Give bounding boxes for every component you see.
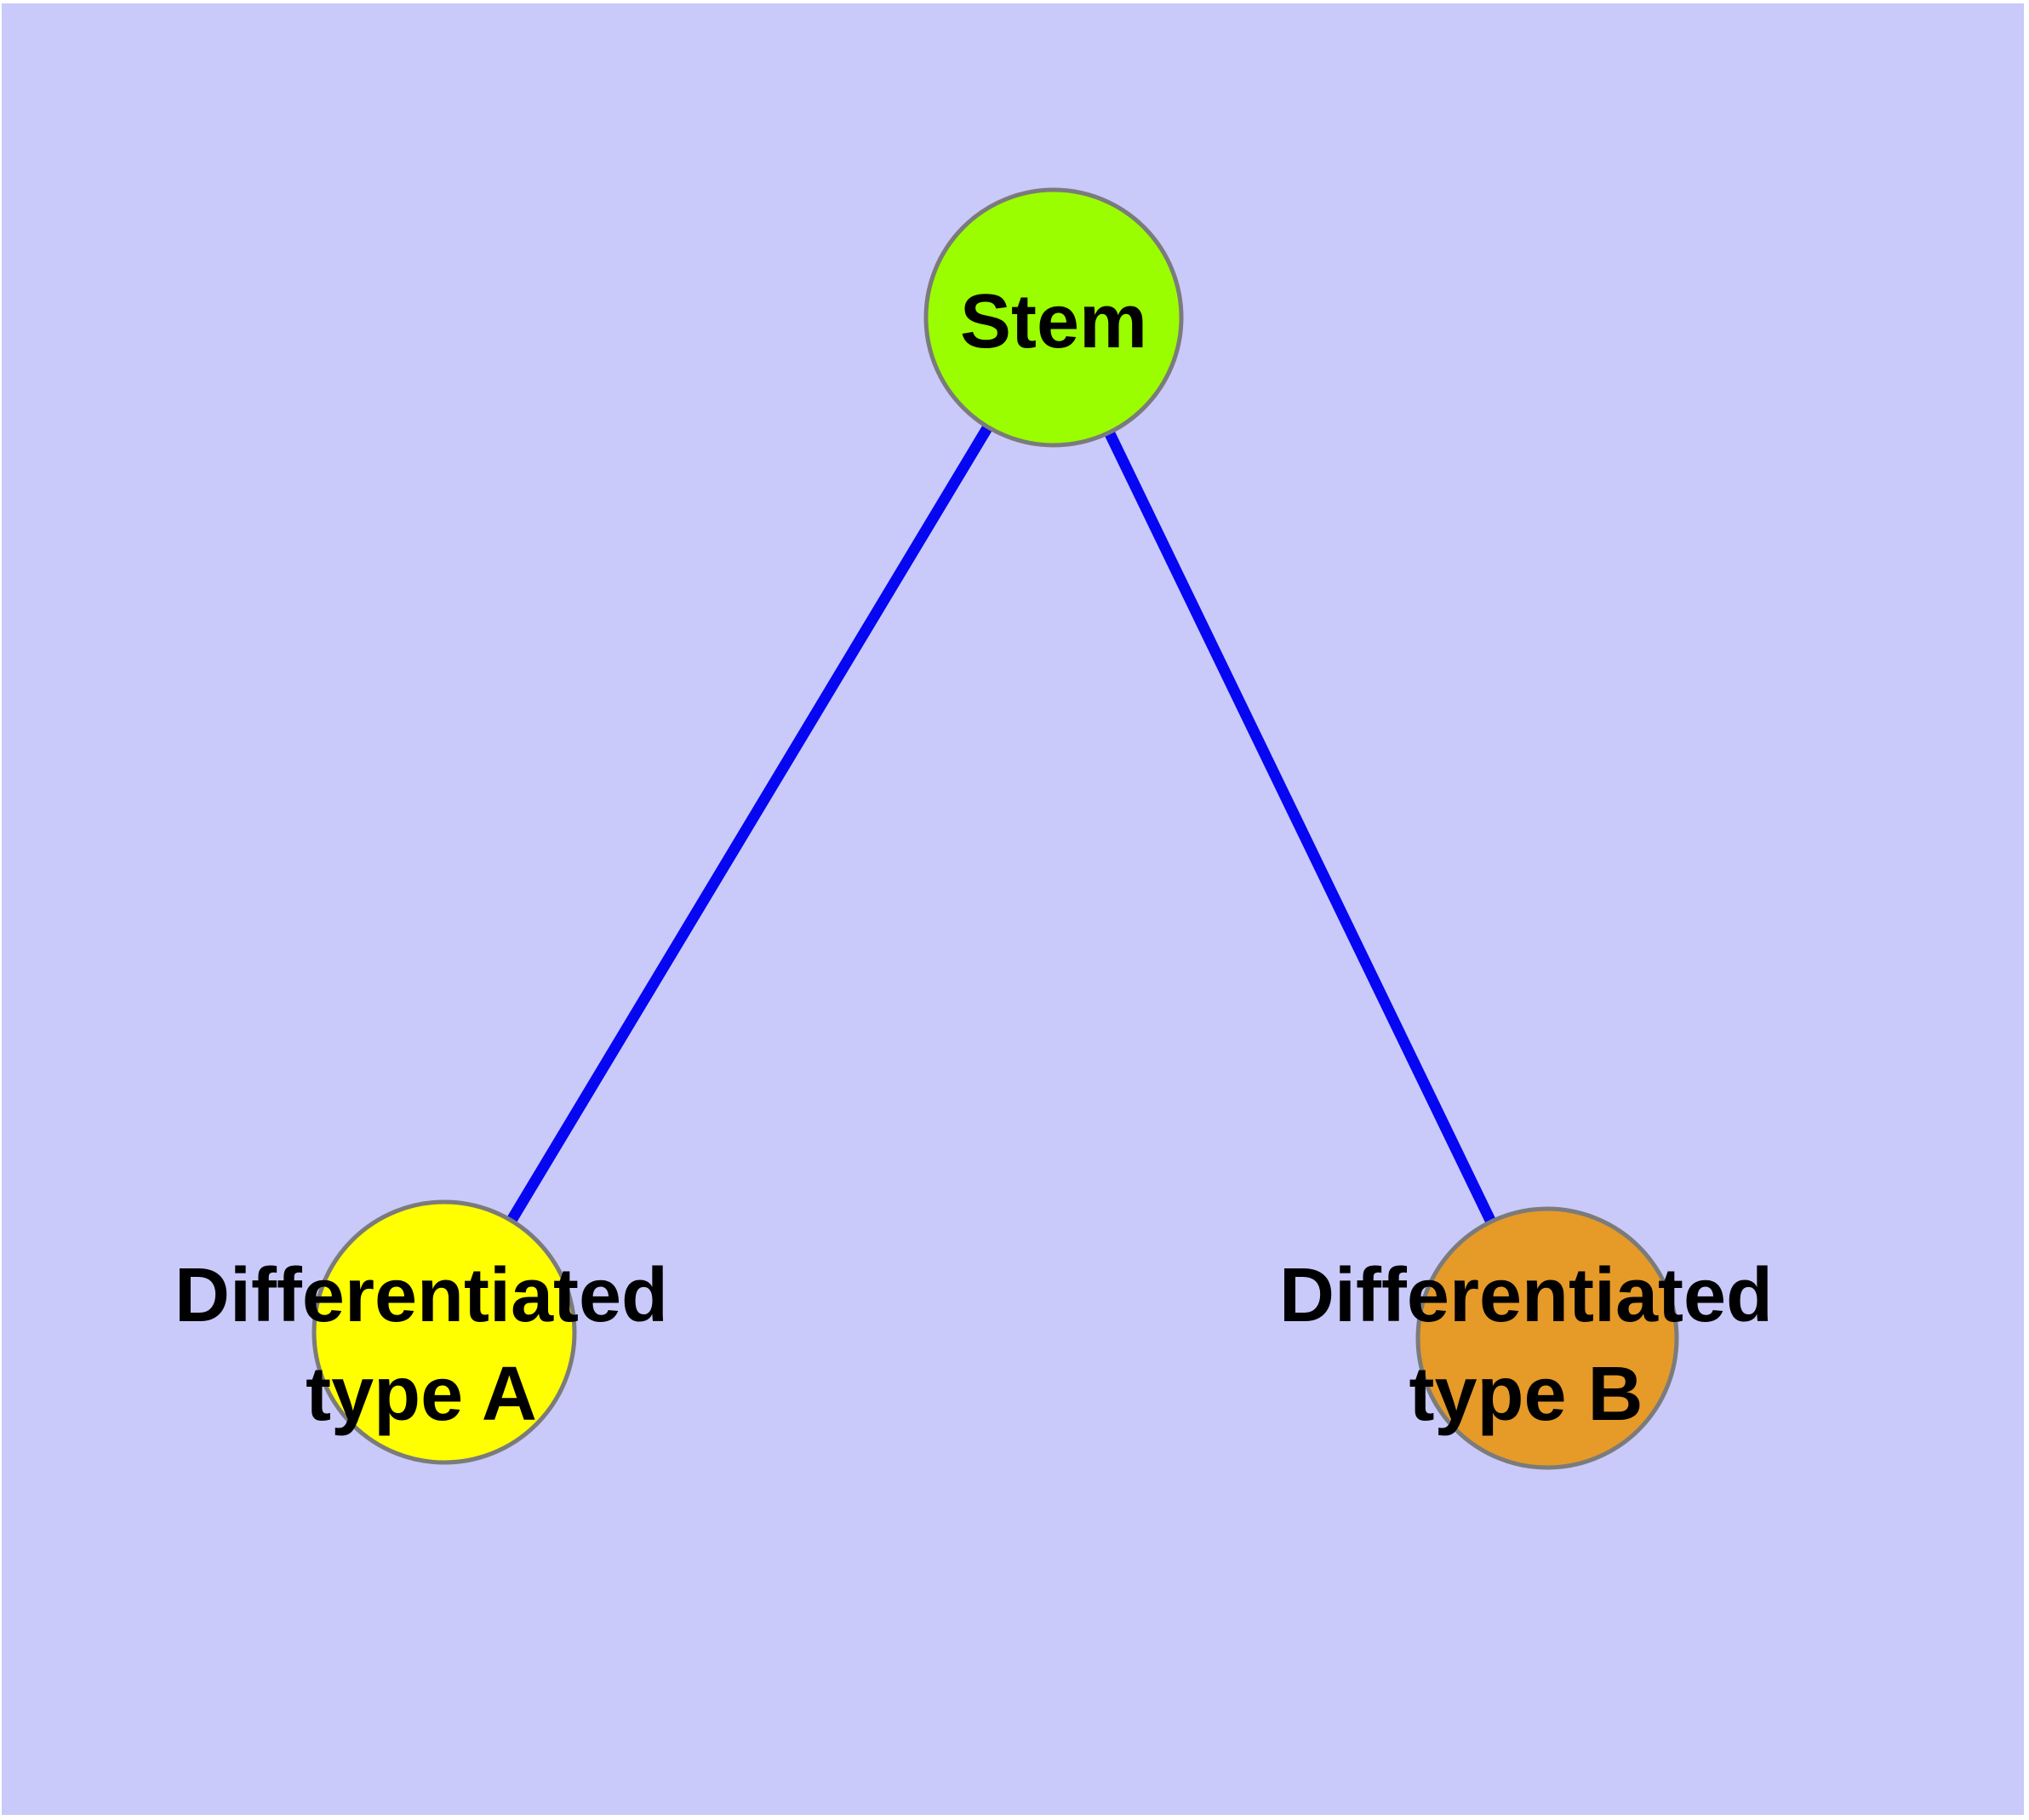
node-type-b bbox=[1415, 1206, 1679, 1470]
node-type-b-label-line2: type B bbox=[1409, 1352, 1643, 1437]
node-stem-label: Stem bbox=[960, 279, 1147, 364]
node-type-b-label-line1: Differentiated bbox=[1279, 1253, 1773, 1338]
edge-stem-to-type-b bbox=[1048, 312, 1553, 1344]
node-type-a-label-line2: type A bbox=[306, 1352, 537, 1437]
node-type-a-label-line1: Differentiated bbox=[174, 1253, 668, 1338]
node-stem bbox=[923, 187, 1184, 448]
edge-stem-to-type-a bbox=[438, 312, 1060, 1338]
node-type-a bbox=[311, 1199, 577, 1465]
